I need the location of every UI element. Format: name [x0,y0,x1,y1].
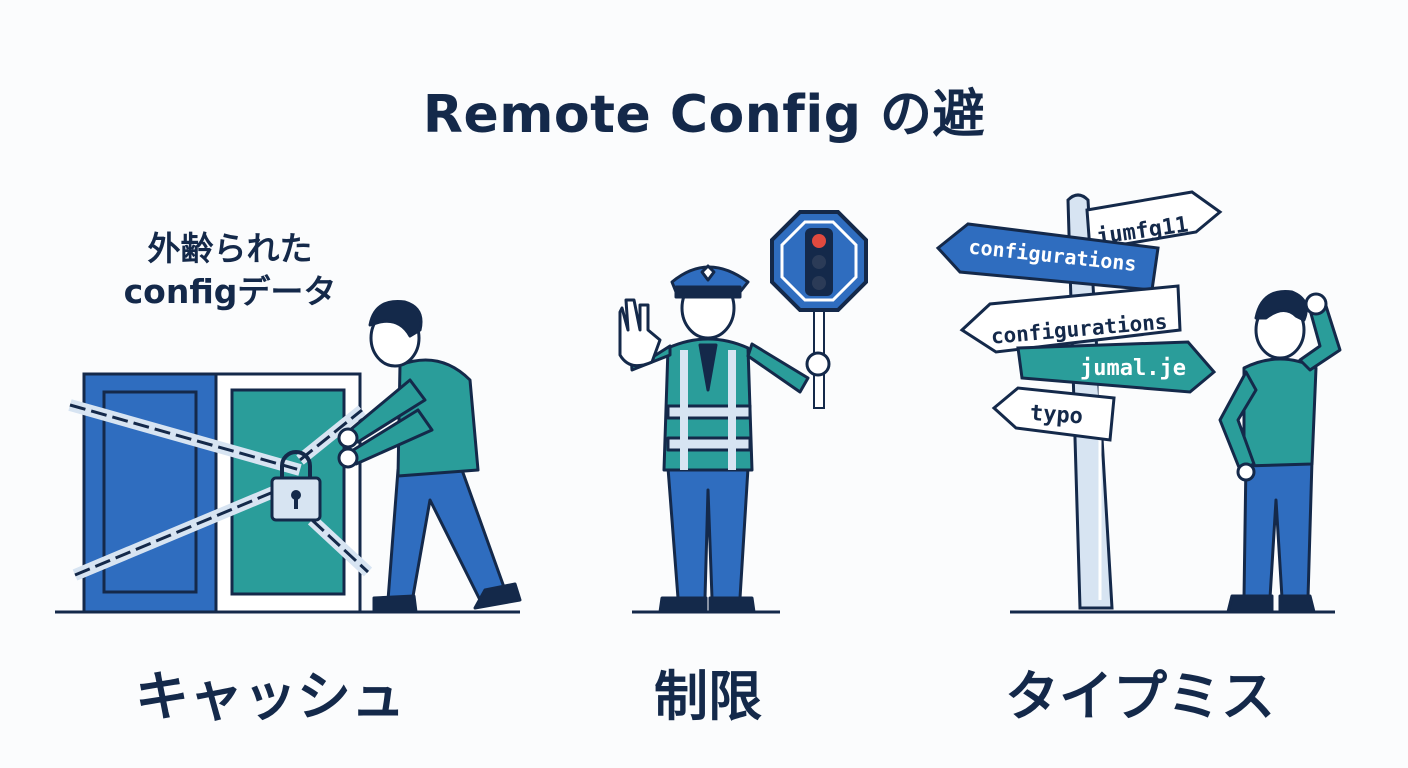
chains [68,399,373,581]
padlock-icon [270,450,322,522]
caption-cache: キャッシュ [135,665,405,728]
sign-jumfg11: jumfg11 [1085,190,1223,252]
cache-note-line1: 外齢られた [147,229,313,268]
caption-limit: 制限 [654,665,762,728]
page-title: Remote Config の避 [422,85,986,145]
sign-typo-label: typo [1029,401,1084,430]
confused-person [1218,290,1342,614]
sign-jumal-je: jumal.je [1016,340,1217,394]
locked-cabinet [82,372,362,614]
sign-typo: typo [991,386,1116,442]
traffic-light-icon [805,228,833,296]
police-officer [618,264,831,614]
sign-configurations-1: configurations [935,222,1160,292]
caption-typo: タイプミス [1005,665,1275,728]
person-pushing [337,299,522,614]
sign-jumal-je-label: jumal.je [1080,356,1186,381]
cache-note: 外齢られた configデータ [95,228,365,314]
cache-note-line2: configデータ [123,271,337,311]
sign-configurations-2: configurations [959,284,1182,354]
